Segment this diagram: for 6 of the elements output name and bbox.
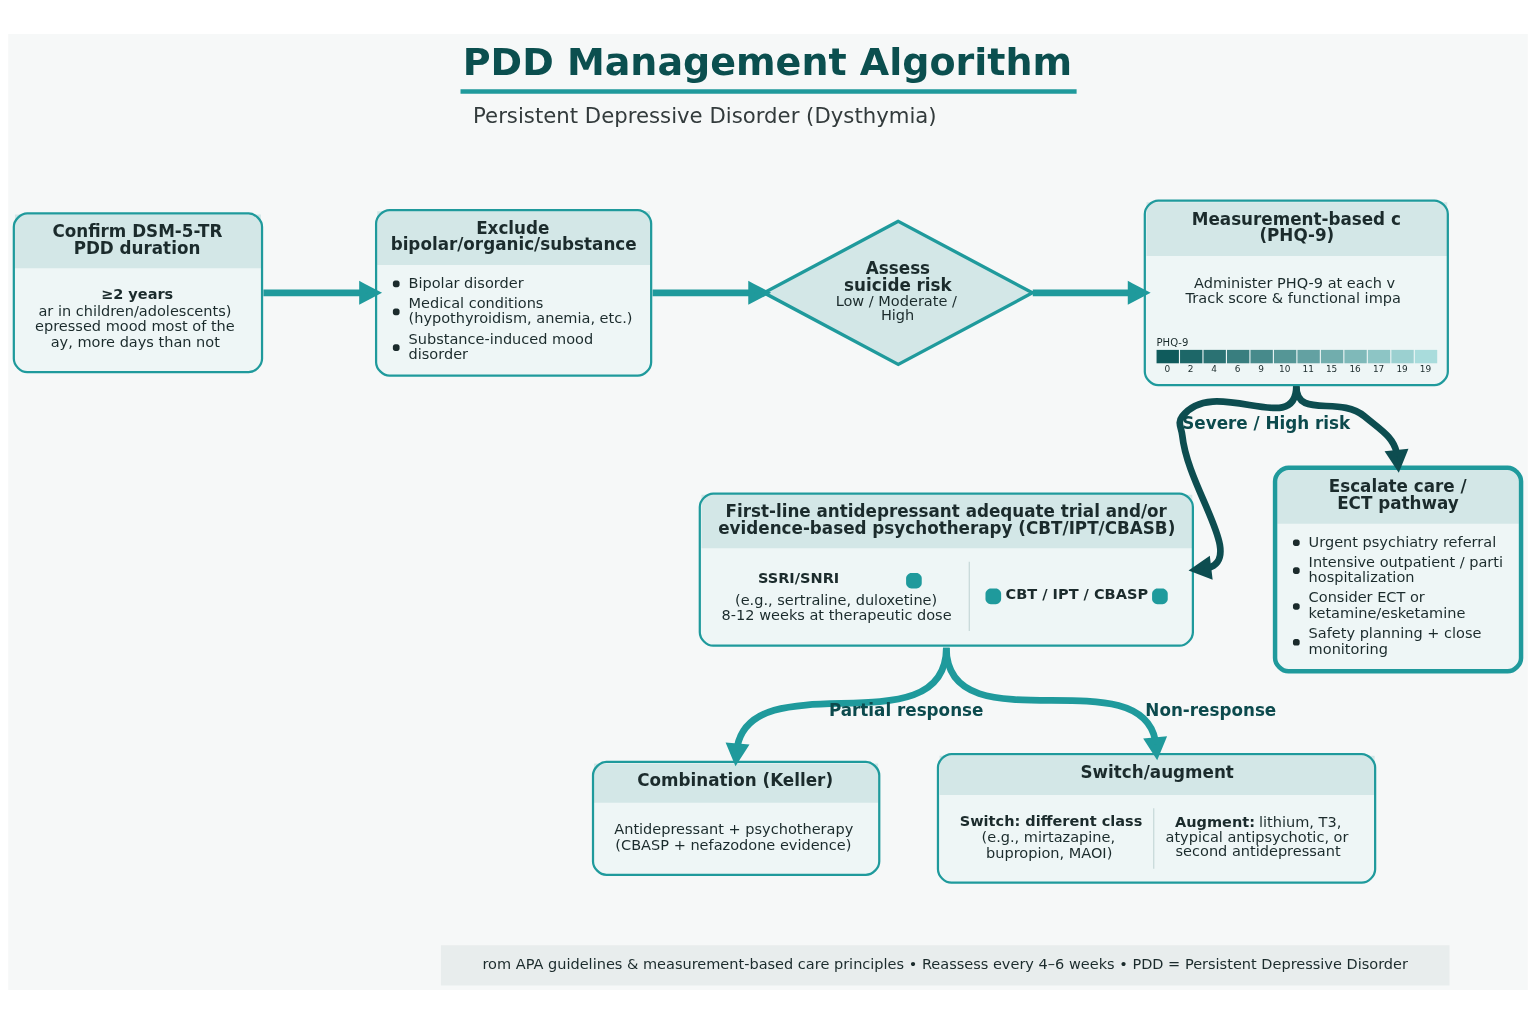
- edge-label: Partial response: [828, 700, 984, 721]
- diagram-title: PDD Management Algorithm: [462, 40, 1073, 85]
- label: rom APA guidelines & measurement-based care principles • Reassess every 4–6 weeks • PDD = Persistent Depressive Disorder: [482, 956, 1408, 973]
- edge-label: Non-response: [1145, 700, 1277, 721]
- edge-label: Severe / High risk: [1182, 412, 1351, 433]
- label: Persistent Depressive Disorder (Dysthymia): [473, 103, 937, 129]
